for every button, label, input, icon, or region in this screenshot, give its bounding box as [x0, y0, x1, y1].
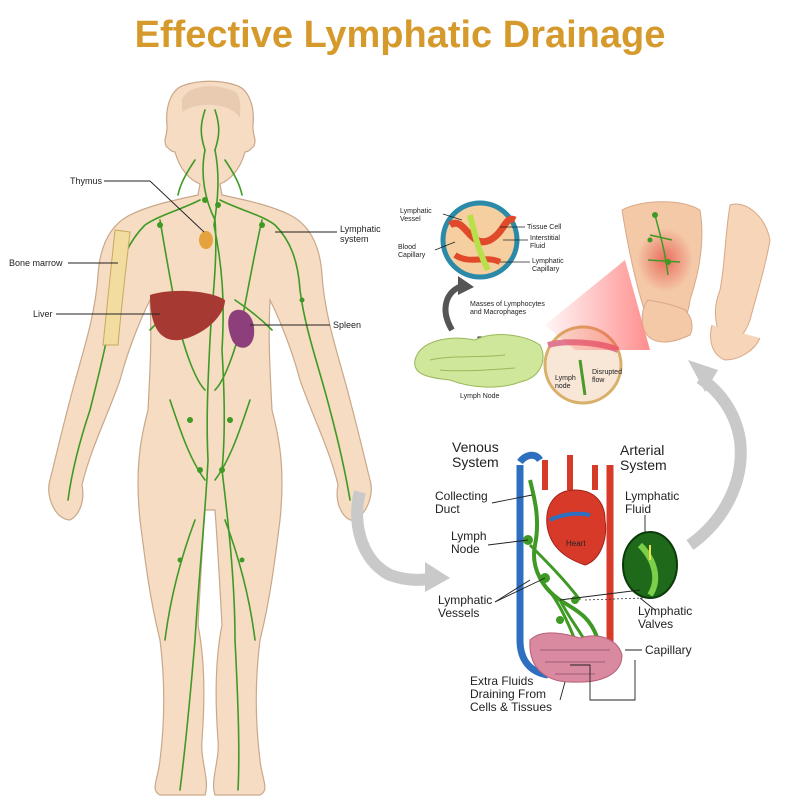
lymphatic-system-label-line2: system [340, 234, 369, 244]
extra-fluids-label-line1: Extra Fluids [470, 674, 533, 688]
lymph-node-label: Lymph Node [460, 393, 500, 400]
lymphatic-capillary-label-line2: Capillary [532, 266, 560, 273]
blood-capillary-label-line1: Blood [398, 244, 416, 251]
thymus-label: Thymus [70, 176, 103, 186]
lymphatic-fluid-label-line1: Lymphatic [625, 489, 679, 503]
lymphatic-fluid-label-line2: Fluid [625, 502, 651, 516]
capillary-bed [529, 632, 623, 683]
body-to-circulation-arrow [351, 490, 437, 586]
lymph-node-shape [414, 334, 544, 388]
lymph-node-circ-label-line2: Node [451, 542, 480, 556]
human-body-figure [48, 80, 372, 796]
blood-capillary-label-line2: Capillary [398, 252, 426, 259]
interstitial-fluid-label-line2: Fluid [530, 243, 545, 250]
circulation-panel: Heart Venous System Arterial [351, 360, 747, 714]
tissue-cell-label: Tissue Cell [527, 224, 562, 231]
masses-label-line1: Masses of Lymphocytes [470, 301, 545, 308]
liver-label: Liver [33, 309, 53, 319]
page-title: Effective Lymphatic Drainage [134, 14, 666, 56]
venous-label-line2: System [452, 454, 499, 470]
lymphatic-vessel-label-line1: Lymphatic [400, 208, 432, 215]
venous-label-line1: Venous [452, 439, 499, 455]
masses-label-line2: and Macrophages [470, 309, 527, 316]
capillary-label: Capillary [645, 643, 692, 657]
lymph-nodes [117, 197, 305, 563]
zoom-arrow-head [458, 276, 474, 295]
blood-capillary-vessel [448, 215, 517, 246]
spleen-label: Spleen [333, 320, 361, 330]
arm-swelling-illustration [545, 201, 771, 361]
liver-organ [150, 290, 225, 341]
extra-fluids-label-line2: Draining From [470, 687, 546, 701]
thymus-organ [199, 231, 213, 249]
lymphatic-valves-label-line1: Lymphatic [638, 604, 692, 618]
spleen-organ [228, 309, 255, 348]
lymphatic-system-label-line1: Lymphatic [340, 224, 381, 234]
body-leader-lines [56, 180, 337, 326]
arterial-label-line1: Arterial [620, 442, 664, 458]
lymph-node-small-label-line1: Lymph [555, 375, 576, 382]
disrupted-flow-label-line2: flow [592, 377, 605, 384]
extra-fluids-label-line3: Cells & Tissues [470, 700, 552, 714]
disrupted-flow-label-line1: Disrupted [592, 369, 622, 376]
arterial-label-line2: System [620, 457, 667, 473]
collecting-duct-label-line2: Duct [435, 502, 460, 516]
lymphatic-vessels-label-line1: Lymphatic [438, 593, 492, 607]
lymphatic-capillary-vessel [467, 214, 491, 272]
heart-label: Heart [566, 539, 586, 548]
interstitial-fluid-label-line1: Interstitial [530, 235, 560, 242]
collecting-duct-label-line1: Collecting [435, 489, 488, 503]
lymphatic-capillary-label-line1: Lymphatic [532, 258, 564, 265]
bone-marrow-label: Bone marrow [9, 258, 63, 268]
lymph-node-small-label-line2: node [555, 383, 571, 390]
circulation-to-arm-arrow [686, 373, 747, 550]
lymphatic-vessel-label-line2: Vessel [400, 216, 421, 223]
heart-shape [546, 489, 607, 566]
lymph-node-circ-label-line1: Lymph [451, 529, 487, 543]
lymphatic-valves-label-line2: Valves [638, 617, 673, 631]
collecting-duct-vessel [528, 479, 600, 641]
lymphatic-vessels-label-line2: Vessels [438, 606, 479, 620]
